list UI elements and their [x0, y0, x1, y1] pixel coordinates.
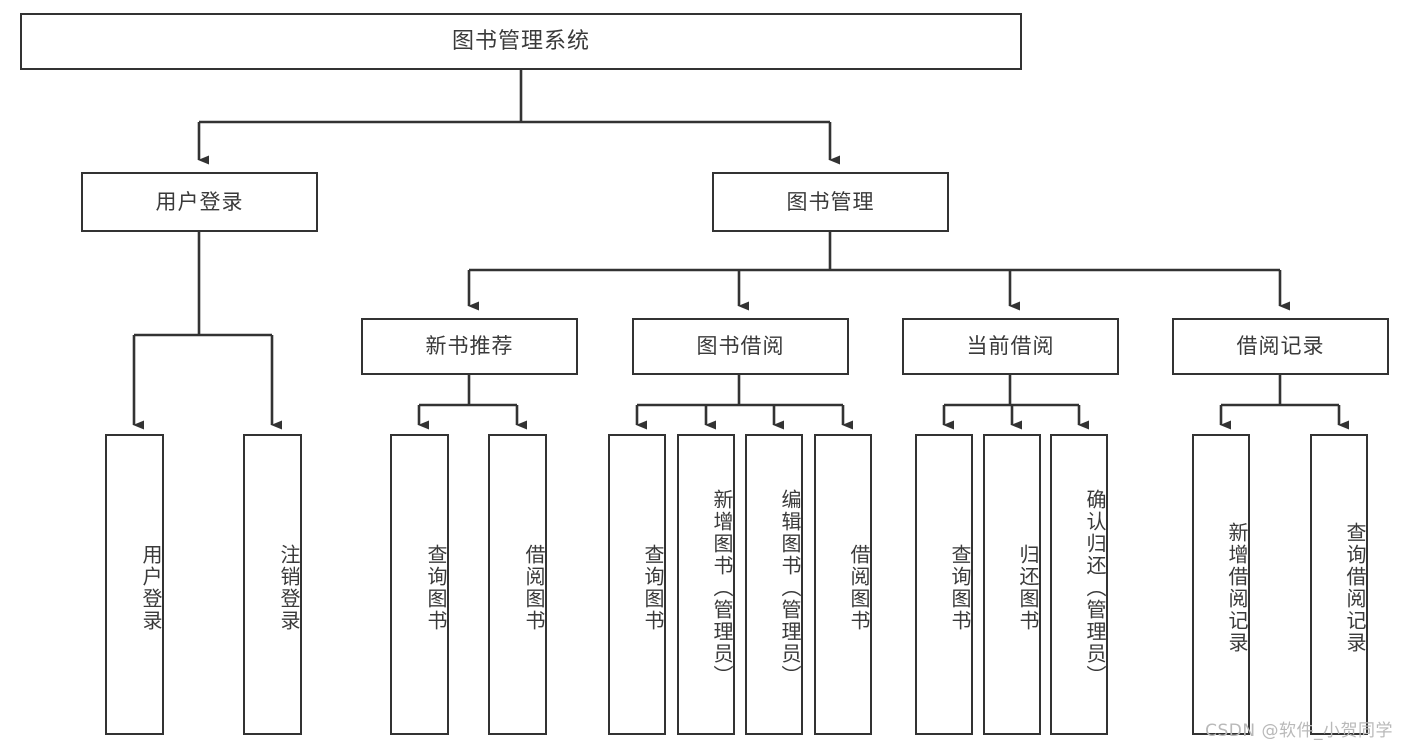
node-leaf-confirm-return[interactable]: 确认归还（管理员） — [1050, 434, 1108, 735]
node-leaf-query-record[interactable]: 查询借阅记录 — [1310, 434, 1368, 735]
node-leaf-add-record[interactable]: 新增借阅记录 — [1192, 434, 1250, 735]
node-book-manage[interactable]: 图书管理 — [712, 172, 949, 232]
node-book-borrow[interactable]: 图书借阅 — [632, 318, 849, 375]
node-leaf-borrow-book-2[interactable]: 借阅图书 — [814, 434, 872, 735]
node-leaf-user-logout[interactable]: 注销登录 — [243, 434, 302, 735]
node-leaf-borrow-book-1[interactable]: 借阅图书 — [488, 434, 547, 735]
node-current-borrow[interactable]: 当前借阅 — [902, 318, 1119, 375]
node-leaf-add-book[interactable]: 新增图书（管理员） — [677, 434, 735, 735]
node-user-login[interactable]: 用户登录 — [81, 172, 318, 232]
node-leaf-query-book-2[interactable]: 查询图书 — [608, 434, 666, 735]
node-leaf-query-book-1[interactable]: 查询图书 — [390, 434, 449, 735]
watermark-text: CSDN @软件_小贺同学 — [1205, 721, 1393, 741]
node-root[interactable]: 图书管理系统 — [20, 13, 1022, 70]
node-borrow-record[interactable]: 借阅记录 — [1172, 318, 1389, 375]
node-leaf-user-login[interactable]: 用户登录 — [105, 434, 164, 735]
node-leaf-edit-book[interactable]: 编辑图书（管理员） — [745, 434, 803, 735]
node-leaf-return-book[interactable]: 归还图书 — [983, 434, 1041, 735]
node-leaf-query-book-3[interactable]: 查询图书 — [915, 434, 973, 735]
node-new-book-recommend[interactable]: 新书推荐 — [361, 318, 578, 375]
